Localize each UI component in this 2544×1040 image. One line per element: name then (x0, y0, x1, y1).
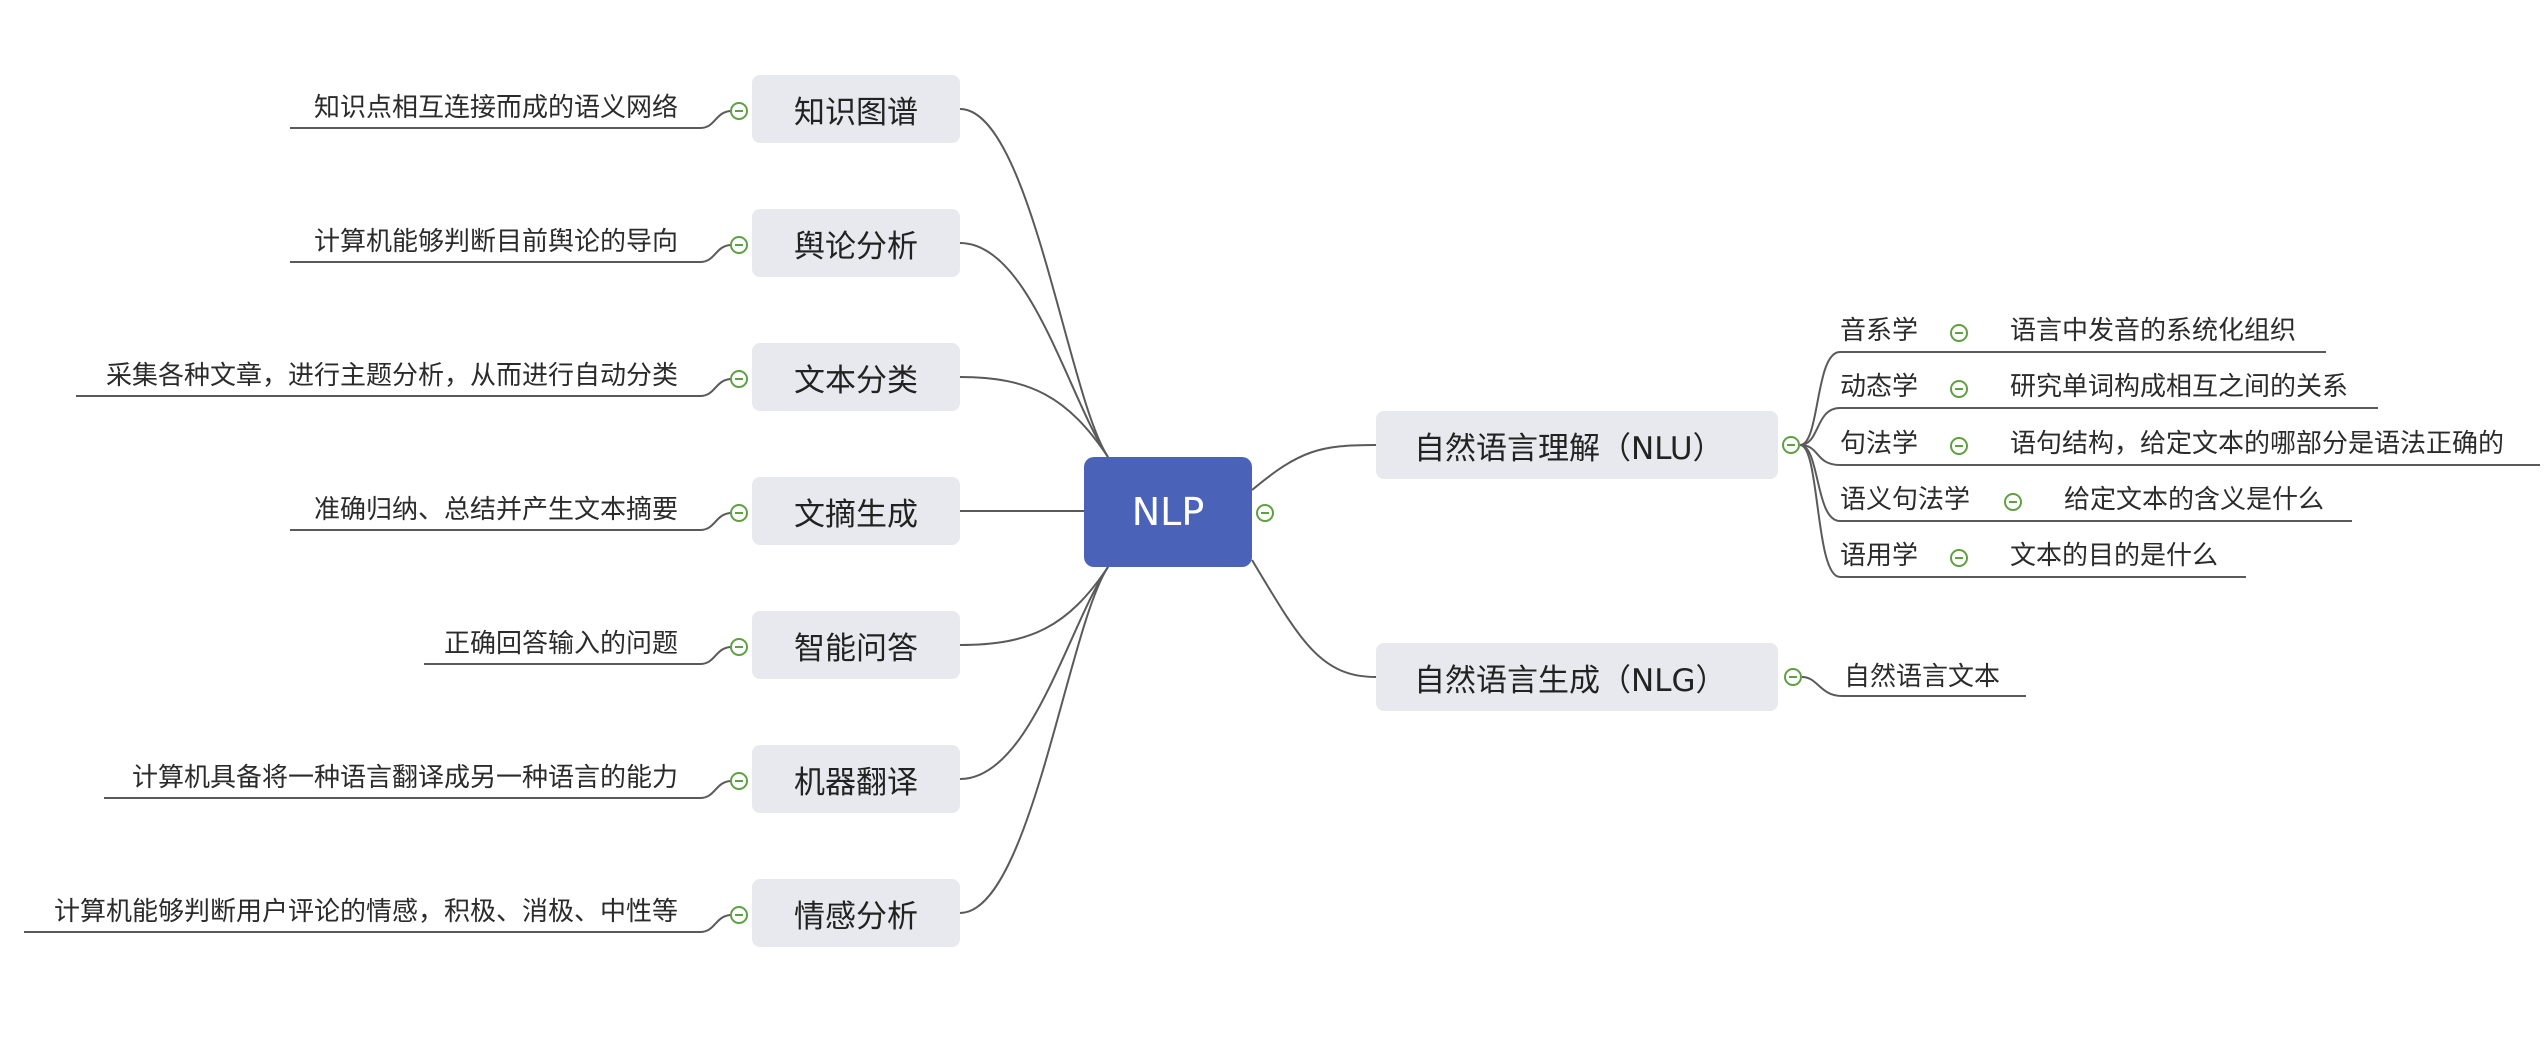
branch-line (959, 566, 1109, 914)
child-underline (1799, 407, 2378, 446)
topic-description: 计算机具备将一种语言翻译成另一种语言的能力 (131, 763, 678, 793)
branch-line (1251, 559, 1377, 678)
topic-summarization[interactable]: 文摘生成 (752, 477, 960, 545)
child-underline (1799, 444, 2540, 466)
collapse-icon[interactable] (1950, 380, 1968, 398)
branch-line (959, 242, 1109, 458)
topic-label: 智能问答 (794, 630, 918, 667)
collapse-icon[interactable] (1950, 549, 1968, 567)
node-nlu[interactable]: 自然语言理解（NLU） (1376, 411, 1778, 479)
nlu-child-label: 动态学 (1840, 372, 1919, 402)
collapse-icon[interactable] (730, 772, 748, 790)
collapse-icon[interactable] (730, 638, 748, 656)
root-collapse-icon[interactable] (1256, 504, 1274, 522)
child-underline (1801, 676, 2026, 697)
description-underline (424, 646, 733, 665)
nlu-child-description: 语言中发音的系统化组织 (2010, 316, 2297, 346)
collapse-icon[interactable] (730, 504, 748, 522)
collapse-icon[interactable] (1950, 324, 1968, 342)
nlu-child-description: 研究单词构成相互之间的关系 (2010, 372, 2349, 402)
topic-knowledge-graph[interactable]: 知识图谱 (752, 75, 960, 143)
collapse-icon[interactable] (730, 370, 748, 388)
child-underline (1799, 351, 2326, 446)
nlg-child-label: 自然语言文本 (1844, 662, 2001, 692)
collapse-icon[interactable] (730, 102, 748, 120)
collapse-icon[interactable] (730, 236, 748, 254)
topic-sentiment-analysis[interactable]: 情感分析 (752, 879, 960, 947)
nlu-child-label: 语义句法学 (1840, 485, 1971, 515)
branch-line (1251, 444, 1377, 491)
topic-description: 准确归纳、总结并产生文本摘要 (313, 495, 678, 525)
nlu-collapse-icon[interactable] (1782, 436, 1800, 454)
topic-machine-translation[interactable]: 机器翻译 (752, 745, 960, 813)
root-node-nlp[interactable]: NLP (1084, 457, 1252, 567)
topic-description: 正确回答输入的问题 (443, 629, 678, 659)
description-underline (290, 110, 733, 129)
nlu-child-description: 语句结构，给定文本的哪部分是语法正确的 (2010, 429, 2505, 459)
description-underline (104, 780, 733, 799)
topic-description: 计算机能够判断用户评论的情感，积极、消极、中性等 (53, 897, 678, 927)
description-underline (76, 378, 733, 397)
topic-label: 文摘生成 (794, 496, 918, 533)
branch-line (959, 108, 1109, 458)
topic-label: 文本分类 (794, 362, 918, 399)
topic-description: 知识点相互连接而成的语义网络 (313, 93, 678, 123)
node-label: 自然语言生成（NLG） (1414, 662, 1727, 699)
topic-label: 机器翻译 (794, 764, 918, 801)
topic-label: 知识图谱 (794, 94, 918, 131)
branch-line (959, 376, 1109, 458)
branch-line (959, 566, 1109, 780)
nlg-collapse-icon[interactable] (1784, 668, 1802, 686)
description-underline (290, 512, 733, 531)
description-underline (290, 244, 733, 263)
topic-text-classification[interactable]: 文本分类 (752, 343, 960, 411)
topic-question-answering[interactable]: 智能问答 (752, 611, 960, 679)
collapse-icon[interactable] (2004, 493, 2022, 511)
nlu-child-label: 句法学 (1840, 429, 1919, 459)
topic-opinion-analysis[interactable]: 舆论分析 (752, 209, 960, 277)
nlu-child-label: 语用学 (1840, 541, 1919, 571)
description-underline (24, 914, 733, 933)
collapse-icon[interactable] (730, 906, 748, 924)
collapse-icon[interactable] (1950, 437, 1968, 455)
node-nlg[interactable]: 自然语言生成（NLG） (1376, 643, 1778, 711)
root-label: NLP (1131, 490, 1205, 534)
nlu-child-description: 给定文本的含义是什么 (2064, 485, 2325, 515)
topic-label: 情感分析 (794, 898, 918, 935)
topic-label: 舆论分析 (794, 228, 918, 265)
topic-description: 采集各种文章，进行主题分析，从而进行自动分类 (105, 361, 678, 391)
node-label: 自然语言理解（NLU） (1414, 430, 1724, 467)
nlu-child-description: 文本的目的是什么 (2010, 541, 2219, 571)
branch-line (959, 566, 1109, 646)
child-underline (1799, 444, 2352, 522)
nlu-child-label: 音系学 (1840, 316, 1919, 346)
child-underline (1799, 444, 2246, 578)
topic-description: 计算机能够判断目前舆论的导向 (313, 227, 678, 257)
